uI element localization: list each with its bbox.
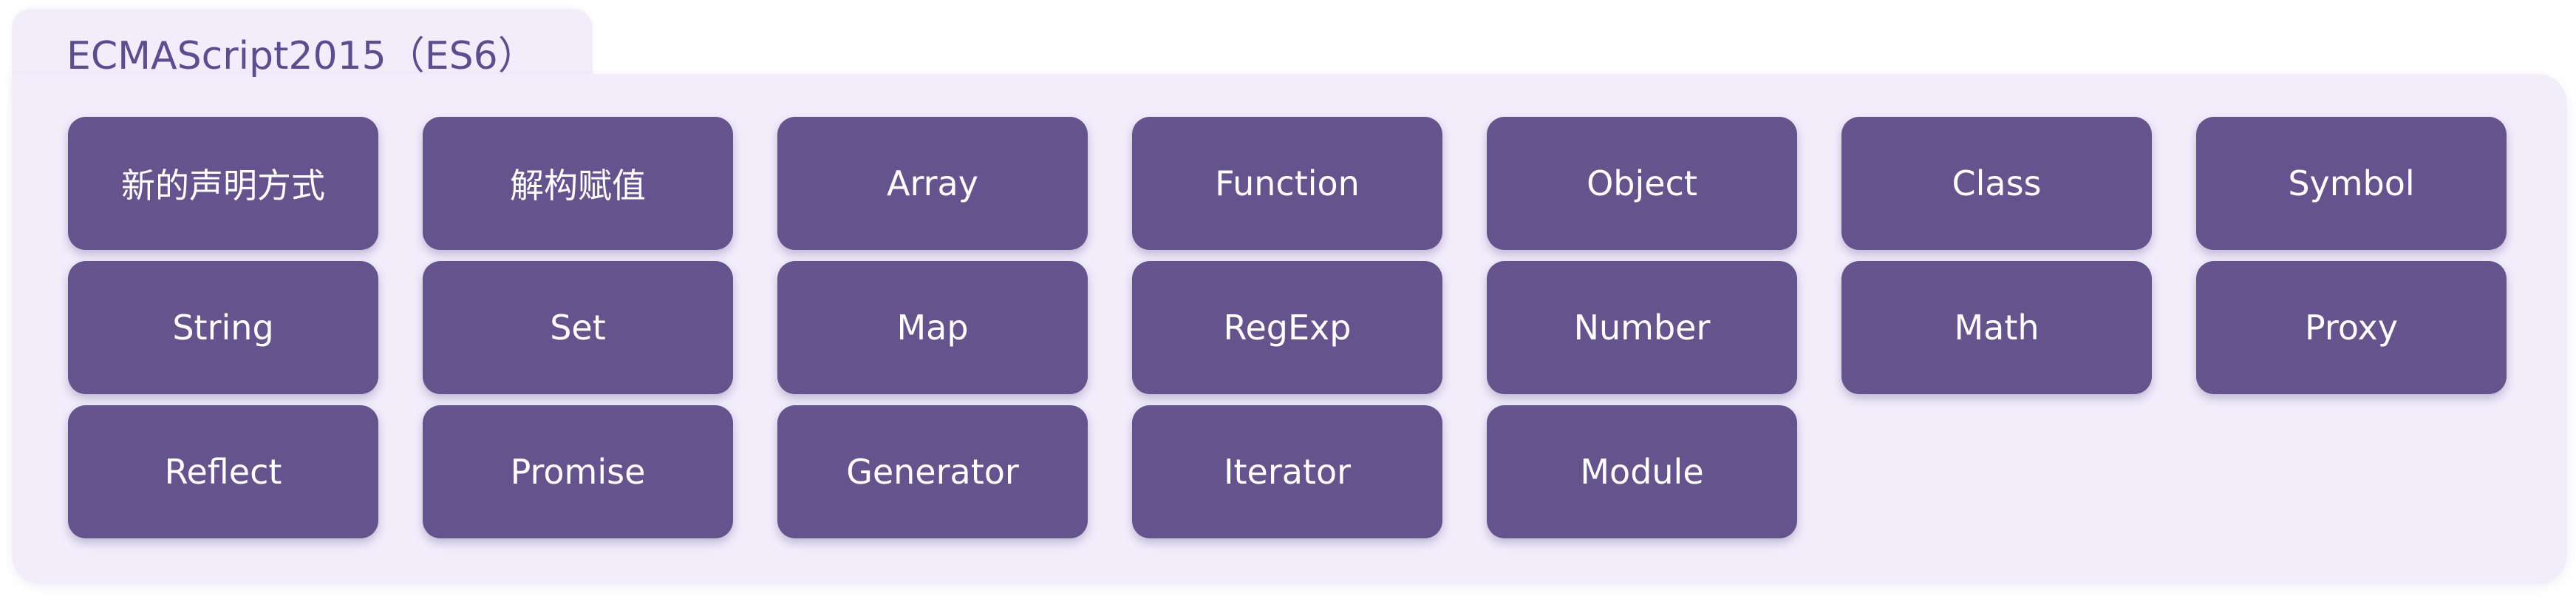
topic-array[interactable]: Array <box>777 117 1088 250</box>
topic-module[interactable]: Module <box>1487 405 1797 538</box>
topic-label: Array <box>887 163 978 203</box>
topic-map[interactable]: Map <box>777 261 1088 394</box>
topic-label: Proxy <box>2304 308 2398 348</box>
topic-label: 新的声明方式 <box>121 166 325 206</box>
topic-label: Promise <box>510 452 646 492</box>
topic-string[interactable]: String <box>68 261 378 394</box>
topic-label: Function <box>1215 163 1360 203</box>
topic-label: Object <box>1587 163 1697 203</box>
topic-proxy[interactable]: Proxy <box>2196 261 2507 394</box>
topic-set[interactable]: Set <box>423 261 733 394</box>
topic-number[interactable]: Number <box>1487 261 1797 394</box>
topic-label: Math <box>1954 308 2040 348</box>
topic-promise[interactable]: Promise <box>423 405 733 538</box>
topic-label: Class <box>1952 163 2042 203</box>
topic-label: RegExp <box>1223 308 1352 348</box>
topic-regexp[interactable]: RegExp <box>1132 261 1442 394</box>
panel-title: ECMAScript2015（ES6） <box>67 34 536 78</box>
topic-declarations[interactable]: 新的声明方式 <box>68 117 378 250</box>
topic-grid: 新的声明方式 解构赋值 Array Function Object Class … <box>68 117 2507 538</box>
topic-generator[interactable]: Generator <box>777 405 1088 538</box>
topic-symbol[interactable]: Symbol <box>2196 117 2507 250</box>
topic-math[interactable]: Math <box>1841 261 2152 394</box>
topic-class[interactable]: Class <box>1841 117 2152 250</box>
topic-label: String <box>172 308 274 348</box>
topic-label: 解构赋值 <box>510 166 646 206</box>
topic-function[interactable]: Function <box>1132 117 1442 250</box>
topic-object[interactable]: Object <box>1487 117 1797 250</box>
topic-label: Generator <box>846 452 1019 492</box>
topic-label: Symbol <box>2288 163 2415 203</box>
topic-label: Map <box>896 308 969 348</box>
topic-label: Reflect <box>164 452 282 492</box>
topic-label: Number <box>1573 308 1711 348</box>
topic-reflect[interactable]: Reflect <box>68 405 378 538</box>
topic-iterator[interactable]: Iterator <box>1132 405 1442 538</box>
topic-label: Module <box>1580 452 1704 492</box>
topic-label: Set <box>550 308 606 348</box>
topic-destructuring[interactable]: 解构赋值 <box>423 117 733 250</box>
topic-label: Iterator <box>1223 452 1352 492</box>
